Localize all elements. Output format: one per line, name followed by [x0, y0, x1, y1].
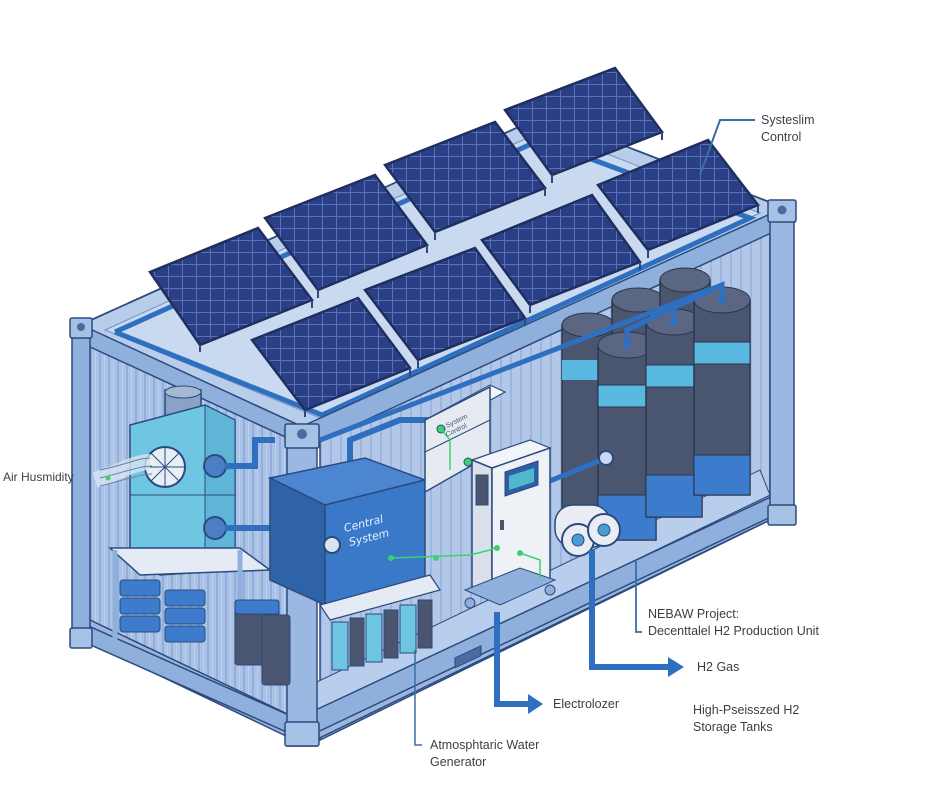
electrolyzer-arrow	[494, 612, 528, 707]
leader-project	[635, 560, 642, 633]
solar-array	[148, 66, 760, 417]
label-awg: Atmosphtaric Water Generator	[430, 738, 540, 769]
leader-system-control	[699, 119, 755, 176]
electrolyzer-cabinet	[390, 428, 557, 609]
central-system: Central System	[267, 417, 450, 671]
battery-modules	[119, 579, 291, 686]
label-air-humidity: Air Husmidity	[3, 470, 74, 484]
h2-gas-arrow	[589, 550, 668, 670]
arrowhead-icon	[528, 694, 543, 714]
h2-storage-tanks	[319, 267, 751, 541]
label-electrolyzer: Electrolozer	[553, 697, 619, 711]
arrowhead-icon	[668, 657, 684, 677]
label-system-control: Systeslim Control	[761, 113, 815, 144]
atmospheric-water-generator	[92, 385, 275, 576]
label-h2-gas: H2 Gas	[697, 660, 740, 674]
label-storage-tanks: High-Pseisszed H2 Storage Tanks	[693, 703, 800, 734]
leader-awg	[414, 650, 422, 746]
label-project-title: NEBAW Project: Decenttalel H2 Production…	[648, 607, 819, 638]
compressor	[554, 504, 621, 557]
callouts	[414, 119, 755, 746]
storage-tank	[645, 308, 703, 518]
storage-tank	[693, 286, 751, 496]
system-control-box: System Control	[423, 384, 507, 494]
